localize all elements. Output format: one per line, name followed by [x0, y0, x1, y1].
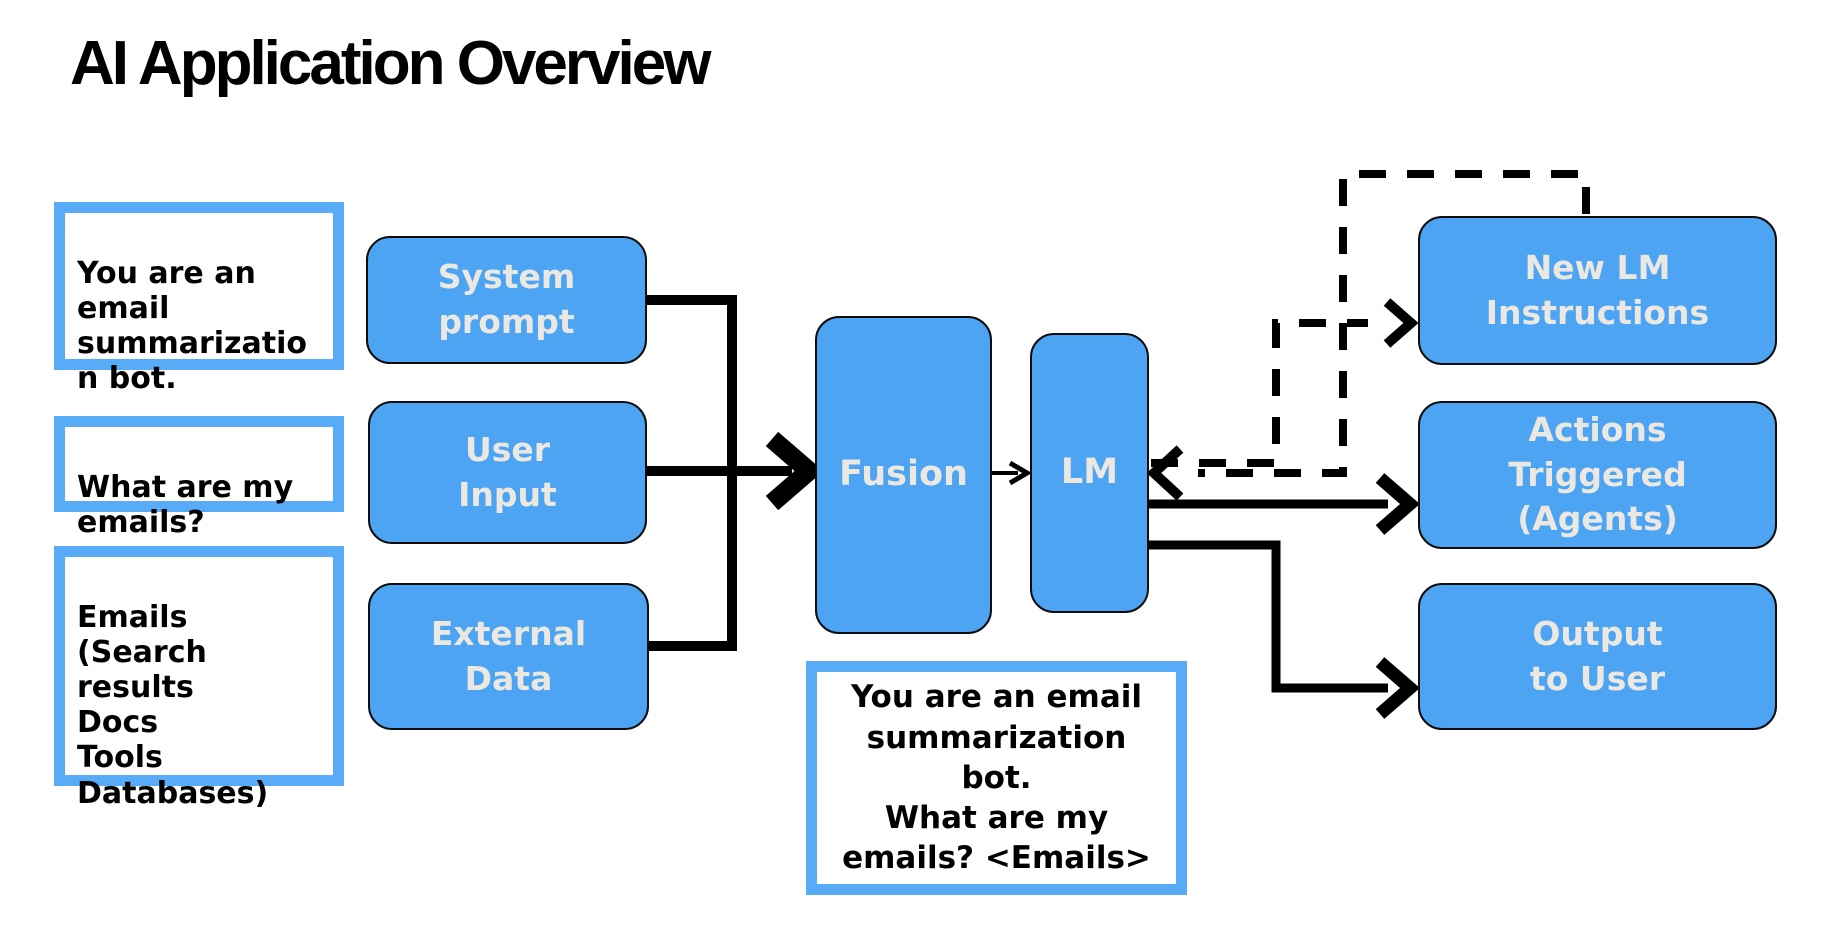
callout-system-prompt-text: You are an email summarizatio n bot.: [77, 256, 307, 397]
arrowhead-into-fusion: [765, 431, 824, 511]
callout-user-input-example: What are my emails?: [54, 416, 344, 540]
node-actions-triggered: Actions Triggered (Agents): [1418, 401, 1777, 549]
node-output-to-user-label: Output to User: [1529, 613, 1666, 698]
node-new-lm-instructions-label: New LM Instructions: [1485, 247, 1710, 332]
node-user-input: User Input: [368, 401, 647, 544]
node-external-data-label: External Data: [430, 613, 587, 698]
callout-fused-prompt-example: You are an email summarization bot. What…: [806, 661, 1187, 895]
callout-external-data-text: Emails (Search results Docs Tools Databa…: [77, 600, 269, 811]
connector-new-lm-to-lm: [1198, 170, 1590, 477]
callout-system-prompt-example: You are an email summarizatio n bot.: [54, 202, 344, 396]
node-actions-triggered-label: Actions Triggered (Agents): [1508, 410, 1687, 539]
node-lm: LM: [1030, 333, 1149, 613]
node-system-prompt: System prompt: [366, 236, 647, 364]
arrowhead-into-output: [1375, 657, 1420, 719]
node-fusion: Fusion: [815, 316, 992, 634]
node-system-prompt-label: System prompt: [437, 257, 576, 341]
arrowhead-into-lm-small: [1008, 460, 1032, 486]
node-fusion-label: Fusion: [839, 454, 968, 495]
connector-lm-to-new-lm: [1151, 319, 1368, 467]
callout-user-input-text: What are my emails?: [77, 470, 294, 541]
callout-external-data-example: Emails (Search results Docs Tools Databa…: [54, 546, 344, 811]
arrowhead-into-actions: [1375, 473, 1420, 535]
callout-fused-prompt-text: You are an email summarization bot. What…: [842, 679, 1151, 877]
node-new-lm-instructions: New LM Instructions: [1418, 216, 1777, 365]
node-user-input-label: User Input: [458, 429, 557, 514]
arrowhead-into-new-lm: [1383, 298, 1419, 348]
node-output-to-user: Output to User: [1418, 583, 1777, 730]
node-external-data: External Data: [368, 583, 649, 730]
page-title: AI Application Overview: [70, 29, 711, 98]
connector-lm-to-output: [1149, 540, 1388, 693]
arrowhead-into-lm-dashed: [1146, 445, 1184, 501]
node-lm-label: LM: [1060, 452, 1119, 493]
